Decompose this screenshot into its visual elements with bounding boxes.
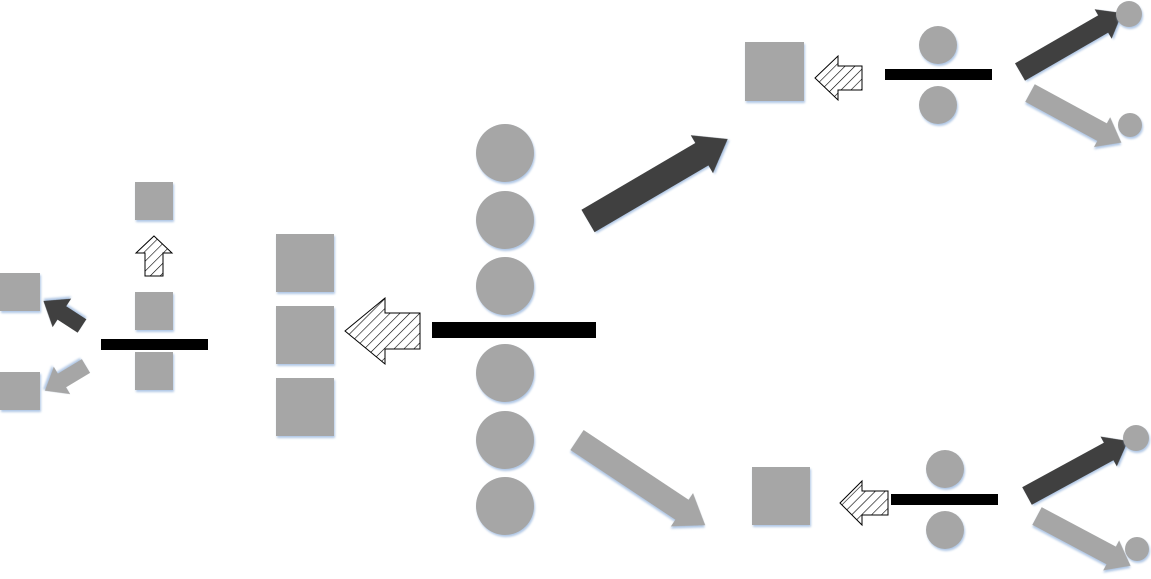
center-circle-1 [476,124,534,182]
center-circle-3 [476,257,534,315]
far-left-gray-arrow-icon [44,359,91,395]
center-circle-5 [476,411,534,469]
top-right-gray-arrow-icon [1025,84,1122,148]
large-square-1 [276,234,334,292]
left-divider-bar [101,339,208,350]
lower-branch-gray-arrow-icon [570,430,706,527]
bottom-right-small-circle-lower [1125,537,1149,561]
large-square-3 [276,378,334,436]
left-hatched-up-arrow-icon [134,235,174,277]
top-right-small-circle-upper [1116,1,1142,27]
center-circle-6 [476,477,534,535]
bottom-right-hatched-left-arrow-icon [839,479,889,527]
center-hatched-left-arrow-icon [344,296,421,366]
far-left-square-bottom [0,372,40,410]
top-right-circle-upper [919,26,957,64]
top-right-dark-arrow-icon [1015,9,1123,81]
top-right-divider-bar [885,69,992,80]
bottom-right-divider-bar [891,494,998,505]
center-divider-bar [432,322,596,338]
far-left-dark-arrow-icon [43,298,87,333]
bottom-right-gray-arrow-icon [1032,507,1131,571]
left-square-middle [135,292,173,330]
top-right-square [745,42,804,101]
bottom-right-small-circle-upper [1123,425,1149,451]
center-circle-2 [476,191,534,249]
upper-branch-dark-arrow-icon [581,135,728,233]
top-right-circle-lower [919,86,957,124]
top-right-hatched-left-arrow-icon [814,54,863,102]
large-square-2 [276,306,334,364]
center-circle-4 [476,344,534,402]
left-square-bottom [135,352,173,390]
bottom-right-square [752,467,810,525]
top-right-small-circle-lower [1118,113,1142,137]
bottom-right-circle-upper [926,450,964,488]
bottom-right-circle-lower [926,511,964,549]
bottom-right-dark-arrow-icon [1022,436,1128,505]
left-square-top [135,182,173,220]
far-left-square-top [0,273,40,311]
